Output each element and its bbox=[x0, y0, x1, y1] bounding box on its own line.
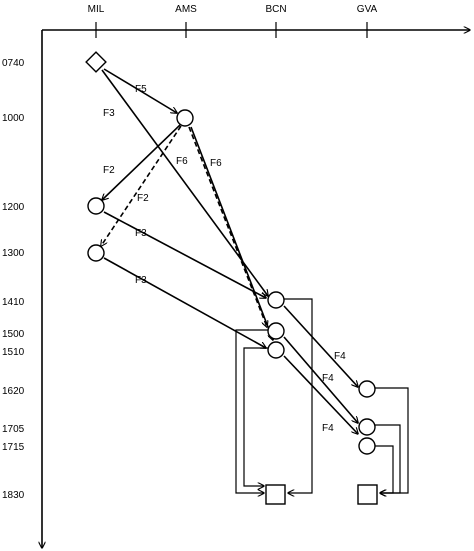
node-bcn-1500 bbox=[267, 322, 285, 340]
node-mil-1200 bbox=[87, 197, 105, 215]
arc-f4-bcn-gva-1500 bbox=[283, 336, 358, 423]
time-label-1200: 1200 bbox=[2, 202, 25, 213]
arc-f4-bcn-gva-1510 bbox=[283, 355, 358, 434]
node-gva-1715 bbox=[358, 437, 376, 455]
edge-label-f2-b: F2 bbox=[137, 193, 149, 204]
time-label-1830: 1830 bbox=[2, 490, 25, 501]
arc-f3-mil-bcn-1200 bbox=[103, 211, 266, 298]
arc-f5-mil-ams bbox=[103, 68, 177, 113]
ground-arc-bcn-1510 bbox=[243, 347, 268, 486]
ground-arc-bcn-1410 bbox=[284, 298, 313, 493]
time-label-1620: 1620 bbox=[2, 386, 25, 397]
ground-arc-gva-1715 bbox=[375, 445, 394, 493]
time-label-1410: 1410 bbox=[2, 297, 25, 308]
time-label-1000: 1000 bbox=[2, 113, 25, 124]
station-label-gva: GVA bbox=[357, 4, 378, 15]
ground-arc-bcn-1500 bbox=[235, 329, 268, 493]
station-label-ams: AMS bbox=[175, 4, 197, 15]
station-label-bcn: BCN bbox=[265, 4, 286, 15]
arc-f2-ams-mil-dashed bbox=[101, 125, 182, 246]
time-label-1705: 1705 bbox=[2, 424, 25, 435]
time-label-0740: 0740 bbox=[2, 58, 25, 69]
arc-f4-bcn-gva-1410 bbox=[283, 305, 358, 387]
edge-label-f4-c: F4 bbox=[322, 423, 334, 434]
sink-node-bcn bbox=[265, 484, 286, 505]
node-bcn-1410 bbox=[267, 291, 285, 309]
node-bcn-1510 bbox=[267, 341, 285, 359]
ground-arc-gva-1705 bbox=[375, 424, 401, 493]
sink-node-gva bbox=[357, 484, 378, 505]
arc-f3-mil-bcn bbox=[101, 69, 268, 296]
node-gva-1620 bbox=[358, 380, 376, 398]
time-label-1715: 1715 bbox=[2, 442, 25, 453]
arc-f6-ams-bcn bbox=[190, 126, 273, 340]
edge-label-f4-b: F4 bbox=[322, 373, 334, 384]
arc-f2-ams-mil bbox=[102, 124, 181, 200]
node-gva-1705 bbox=[358, 418, 376, 436]
station-label-mil: MIL bbox=[88, 4, 105, 15]
time-label-1510: 1510 bbox=[2, 347, 25, 358]
edge-label-f2-a: F2 bbox=[103, 165, 115, 176]
node-ams-1000 bbox=[176, 109, 194, 127]
source-node-mil bbox=[85, 51, 107, 73]
arc-f3-mil-bcn-1300 bbox=[103, 257, 266, 348]
arc-f6-ams-bcn-dashed bbox=[188, 126, 267, 327]
edge-label-f4-a: F4 bbox=[334, 351, 346, 362]
edge-label-f3-c: F3 bbox=[135, 275, 147, 286]
ground-arc-gva-1620 bbox=[375, 387, 409, 493]
edge-label-f6-a: F6 bbox=[176, 156, 188, 167]
time-label-1500: 1500 bbox=[2, 329, 25, 340]
edge-label-f5: F5 bbox=[135, 84, 147, 95]
edge-label-f6-b: F6 bbox=[210, 158, 222, 169]
node-mil-1300 bbox=[87, 244, 105, 262]
time-label-1300: 1300 bbox=[2, 248, 25, 259]
edge-label-f3-a: F3 bbox=[103, 108, 115, 119]
edge-label-f3-b: F3 bbox=[135, 228, 147, 239]
